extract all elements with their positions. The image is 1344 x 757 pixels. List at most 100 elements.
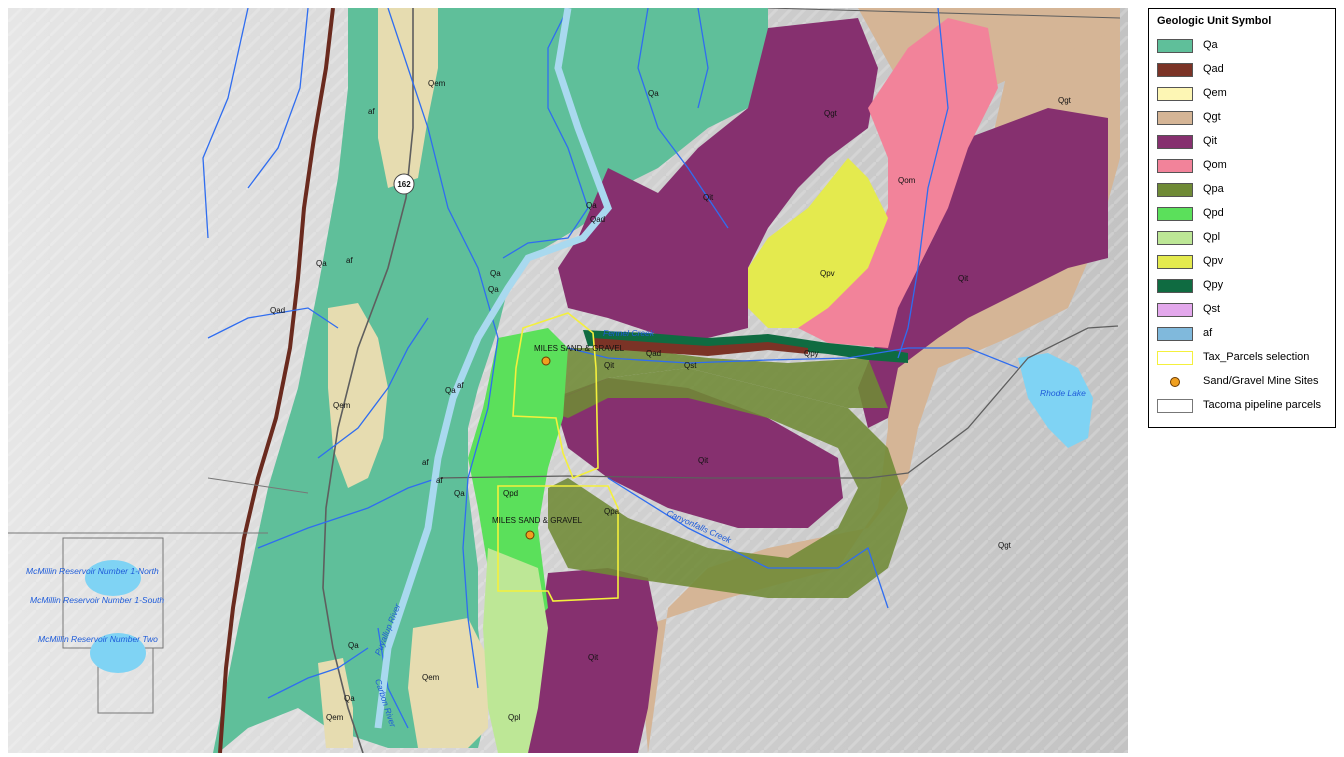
label-qad-left: Qad <box>270 306 285 315</box>
legend-item: Qpa <box>1157 181 1333 199</box>
label-qpy: Qpy <box>804 349 819 358</box>
mine-site-south[interactable] <box>525 530 535 540</box>
legend-item: Qom <box>1157 157 1333 175</box>
legend-swatch <box>1157 255 1193 269</box>
unit-qpv[interactable] <box>748 158 888 328</box>
label-qa-mid: Qa <box>586 201 597 210</box>
mine-label-south: MILES SAND & GRAVEL <box>492 516 583 525</box>
unit-qem-north[interactable] <box>378 8 438 188</box>
tax-parcels-selection[interactable] <box>497 312 619 602</box>
label-qad-mid: Qad <box>590 215 605 224</box>
unit-qad-strip[interactable] <box>593 338 808 356</box>
legend-swatch <box>1157 351 1193 365</box>
legend-swatch <box>1157 159 1193 173</box>
label-qa-bottom2: Qa <box>344 694 355 703</box>
unit-qem-south[interactable] <box>408 618 488 748</box>
unit-qem-middle[interactable] <box>328 303 388 488</box>
legend-swatch <box>1157 63 1193 77</box>
legend-label: Qpl <box>1203 231 1221 243</box>
legend-item: Qpl <box>1157 229 1333 247</box>
legend-label: Qpy <box>1203 279 1224 291</box>
legend-label: Qpa <box>1203 183 1224 195</box>
label-af2: af <box>422 458 429 467</box>
unit-qit-middle[interactable] <box>553 378 843 528</box>
label-qem-mid: Qem <box>333 401 351 410</box>
unit-qad-escarpment[interactable] <box>218 8 335 753</box>
label-qit-d: Qit <box>604 361 615 370</box>
water-label-reservoir-1s: McMillin Reservoir Number 1-South <box>30 595 164 605</box>
legend-swatch <box>1157 327 1193 341</box>
legend-item: Qem <box>1157 85 1333 103</box>
unit-labels: Qem af Qa Qgt Qgt Qom Qit Qit Qit Qit Qp… <box>270 79 1072 722</box>
label-qa-river: Qa <box>445 386 456 395</box>
label-qom: Qom <box>898 176 916 185</box>
unit-qit-north[interactable] <box>558 18 878 338</box>
legend-label: Sand/Gravel Mine Sites <box>1203 375 1319 387</box>
legend-item: Sand/Gravel Mine Sites <box>1157 373 1333 391</box>
legend-swatch <box>1157 111 1193 125</box>
legend-label: Qa <box>1203 39 1218 51</box>
water-label-reservoir-2: McMillin Reservoir Number Two <box>38 634 158 644</box>
mine-site-symbol-icon <box>1170 377 1180 387</box>
legend-swatch <box>1157 183 1193 197</box>
label-qit-c: Qit <box>698 456 709 465</box>
label-qgt-se: Qgt <box>998 541 1012 550</box>
label-qpa: Qpa <box>604 507 620 516</box>
water-label-fennel-creek: Fennel Creek <box>603 328 655 338</box>
legend-label: Tacoma pipeline parcels <box>1203 399 1322 411</box>
legend-item: Tacoma pipeline parcels <box>1157 397 1333 415</box>
label-qa-b: Qa <box>454 489 465 498</box>
label-qem-bottom: Qem <box>422 673 440 682</box>
unit-qpl[interactable] <box>483 548 548 753</box>
water-label-reservoir-1n: McMillin Reservoir Number 1-North <box>26 566 159 576</box>
legend-label: Qit <box>1203 135 1218 147</box>
label-qa-c2: Qa <box>488 285 499 294</box>
unit-qom[interactable] <box>798 18 998 348</box>
legend-label: Qgt <box>1203 111 1221 123</box>
label-qgt-top: Qgt <box>824 109 838 118</box>
legend-swatch <box>1157 39 1193 53</box>
water-label-rhode-lake: Rhode Lake <box>1040 388 1086 398</box>
legend-label: Qad <box>1203 63 1224 75</box>
legend-item: Qpv <box>1157 253 1333 271</box>
legend-swatch <box>1157 279 1193 293</box>
legend-item: Qad <box>1157 61 1333 79</box>
legend-item: Qst <box>1157 301 1333 319</box>
legend-swatch <box>1157 303 1193 317</box>
unit-qpa-loop[interactable] <box>538 368 908 598</box>
legend-label: Qpd <box>1203 207 1224 219</box>
label-qpl: Qpl <box>508 713 521 722</box>
road-east <box>437 325 1119 479</box>
label-af3: af <box>436 476 443 485</box>
legend-swatch <box>1157 87 1193 101</box>
legend-swatch <box>1157 399 1193 413</box>
legend-label: Qpv <box>1203 255 1224 267</box>
legend-swatch <box>1157 231 1193 245</box>
unit-qit-south[interactable] <box>528 568 658 753</box>
label-qpv: Qpv <box>820 269 835 278</box>
legend-item: af <box>1157 325 1333 343</box>
route-shield-label: 162 <box>397 180 411 189</box>
label-qem-bottom2: Qem <box>326 713 344 722</box>
label-qit-bottom: Qit <box>588 653 599 662</box>
unit-qa-area[interactable] <box>213 8 768 753</box>
label-qem-top: Qem <box>428 79 446 88</box>
legend-label: Qst <box>1203 303 1221 315</box>
label-qit-b: Qit <box>958 274 969 283</box>
legend-item: Qa <box>1157 37 1333 55</box>
rhode-lake-water <box>1018 353 1093 448</box>
mine-site-north[interactable] <box>541 356 551 366</box>
label-qa-top: Qa <box>648 89 659 98</box>
legend-swatch <box>1157 135 1193 149</box>
legend-label: Qem <box>1203 87 1227 99</box>
label-qit-a: Qit <box>703 193 714 202</box>
label-qst: Qst <box>684 361 697 370</box>
legend-item: Qpd <box>1157 205 1333 223</box>
label-af-river: af <box>457 381 464 390</box>
legend-label: af <box>1203 327 1213 339</box>
legend-item: Qpy <box>1157 277 1333 295</box>
label-af-left: af <box>346 256 353 265</box>
stream-network <box>202 8 1019 729</box>
geologic-map[interactable]: 162 Qem af Qa Qgt Qgt Qom Qit Qit Qit Qi… <box>8 8 1128 753</box>
puyallup-river <box>374 8 612 729</box>
